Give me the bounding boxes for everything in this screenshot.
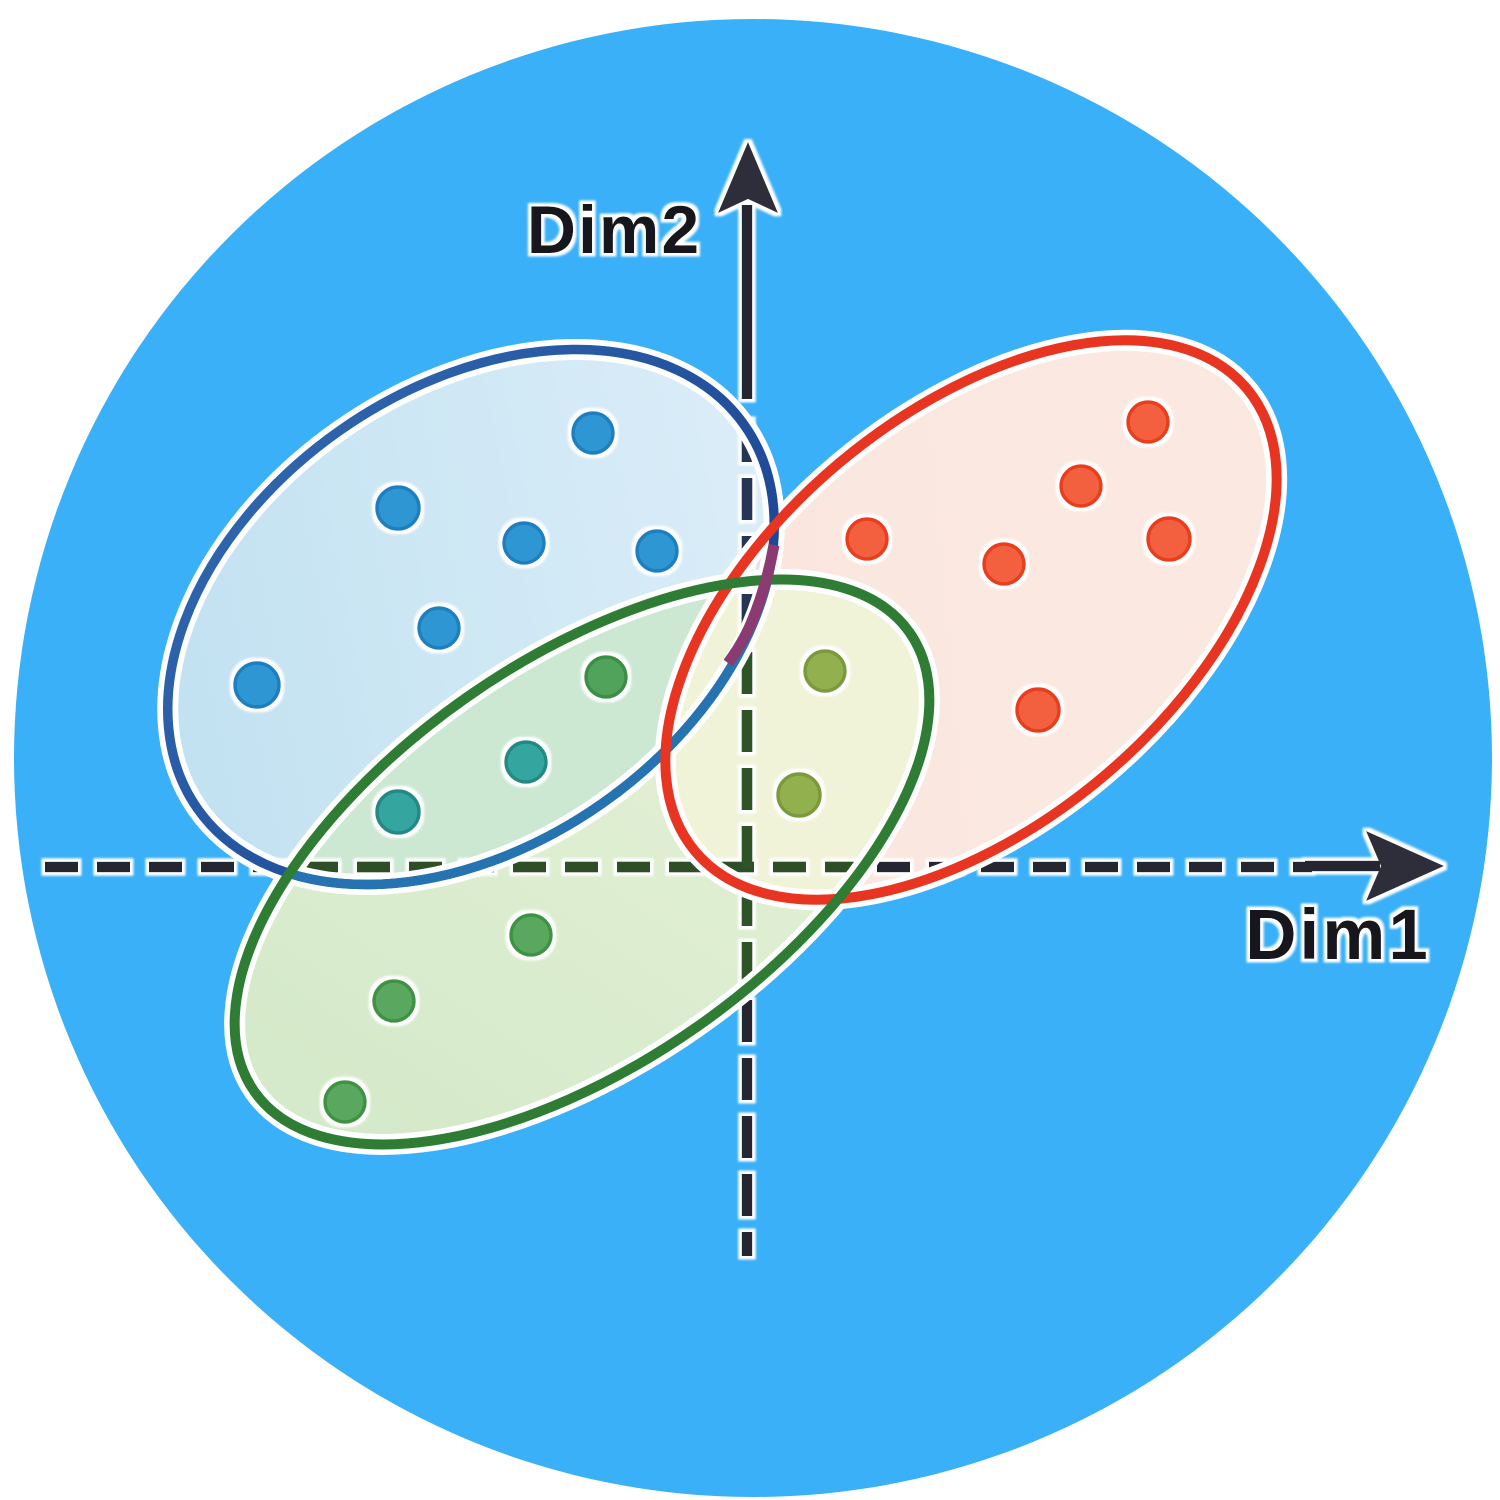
svg-text:Dim1: Dim1 bbox=[1245, 896, 1431, 975]
svg-text:Dim2: Dim2 bbox=[527, 192, 701, 268]
